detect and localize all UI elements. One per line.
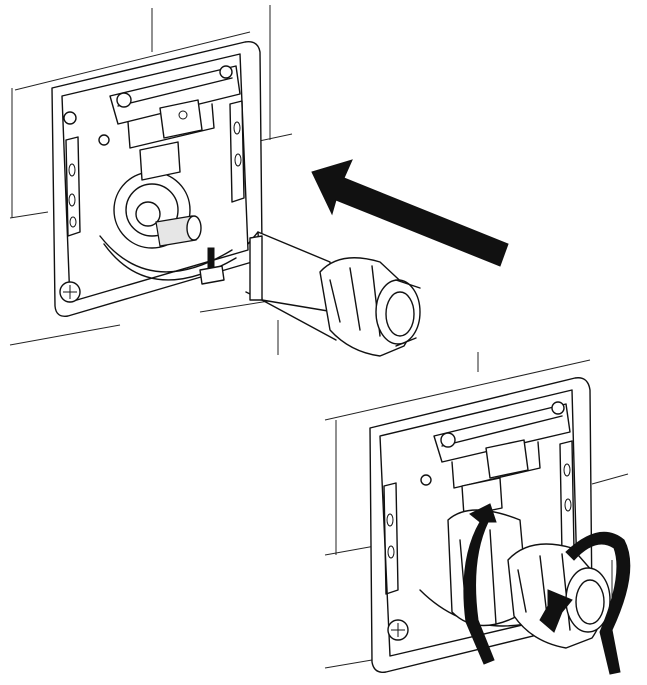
push-arrow-icon xyxy=(311,159,509,267)
step-insert xyxy=(9,5,509,357)
step-rotate xyxy=(324,352,631,675)
cartridge-insert xyxy=(245,231,421,357)
wall-tiles-bottom xyxy=(324,352,629,669)
mounting-frame-top xyxy=(51,41,263,317)
rotate-arrow-icon xyxy=(463,503,631,675)
